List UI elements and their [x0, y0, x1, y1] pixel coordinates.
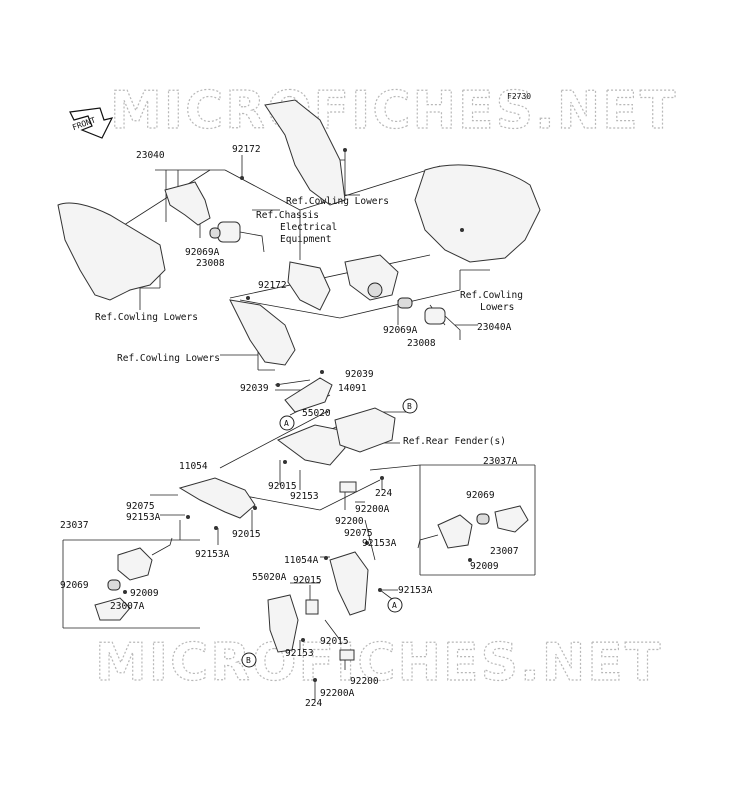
bolts — [123, 148, 472, 682]
right-lamp-bulb — [476, 513, 490, 525]
label-lowers-right: Lowers — [480, 302, 514, 313]
label-23037a: 23037A — [483, 456, 518, 467]
label-92172-top: 92172 — [232, 144, 261, 155]
label-92069-left: 92069 — [60, 580, 89, 591]
label-92015-lower-a: 92015 — [293, 575, 322, 586]
left-lamp-lens — [94, 597, 131, 621]
label-23008-left: 23008 — [196, 258, 225, 269]
label-224-lower: 224 — [305, 698, 322, 709]
label-92009-left: 92009 — [130, 588, 159, 599]
label-ref-cowling-right: Ref.Cowling — [460, 290, 523, 301]
right-bulb — [397, 297, 413, 309]
plate-92200 — [339, 481, 357, 493]
label-92039-a: 92039 — [345, 369, 374, 380]
label-92200-upper: 92200 — [335, 516, 364, 527]
bracket-55020 — [276, 424, 346, 466]
plate-92200-lower — [339, 649, 355, 661]
label-92200a-lower: 92200A — [320, 688, 355, 699]
watermark-bottom: MICROFICHES.NET — [95, 633, 662, 693]
svg-text:B: B — [407, 402, 412, 411]
label-23037: 23037 — [60, 520, 89, 531]
label-55020: 55020 — [302, 408, 331, 419]
svg-text:A: A — [284, 419, 289, 428]
svg-text:A: A — [392, 601, 397, 610]
label-23007: 23007 — [490, 546, 519, 557]
bracket-11054a — [329, 551, 369, 616]
right-socket — [424, 307, 446, 325]
label-electrical: Electrical — [280, 222, 337, 233]
label-92069a-right: 92069A — [383, 325, 418, 336]
callout-a-upper: A — [279, 415, 295, 431]
label-92153a-right: 92153A — [362, 538, 397, 549]
left-lamp-housing — [117, 547, 153, 581]
chassis-bracket — [287, 261, 331, 311]
right-signal-bracket — [344, 254, 399, 301]
label-92075-right: 92075 — [344, 528, 373, 539]
callout-b-lower: B — [241, 652, 257, 668]
label-92153a-lower: 92153A — [398, 585, 433, 596]
label-92153-upper: 92153 — [290, 491, 319, 502]
label-11054a: 11054A — [284, 555, 319, 566]
parts — [57, 99, 541, 661]
svg-text:B: B — [246, 656, 251, 665]
left-bulb — [209, 227, 221, 239]
callout-b-upper: B — [402, 398, 418, 414]
label-92075-left: 92075 — [126, 501, 155, 512]
rear-fender-mount — [334, 407, 396, 453]
spacer-92015 — [305, 599, 319, 615]
right-lamp-housing — [437, 514, 473, 549]
label-23007a: 23007A — [110, 601, 145, 612]
label-ref-cowling-lowers-bottom: Ref.Cowling Lowers — [117, 353, 220, 364]
left-socket — [217, 221, 241, 243]
label-92015-left: 92015 — [232, 529, 261, 540]
right-cowl-panel — [414, 164, 541, 263]
left-cowl-panel — [57, 202, 166, 301]
label-92153a-mid: 92153A — [195, 549, 230, 560]
part-labels: 23040 92172 Ref.Cowling Lowers Ref.Chass… — [60, 144, 523, 709]
label-equipment: Equipment — [280, 234, 331, 245]
label-23040a: 23040A — [477, 322, 512, 333]
figure-code: F2730 — [507, 92, 531, 101]
label-92200-lower: 92200 — [350, 676, 379, 687]
label-23008-right: 23008 — [407, 338, 436, 349]
label-92039-b: 92039 — [240, 383, 269, 394]
right-lamp-lens — [494, 505, 529, 533]
bracket-11054 — [178, 477, 256, 519]
left-signal-bracket — [164, 181, 211, 226]
label-55020a: 55020A — [252, 572, 287, 583]
label-92009-right: 92009 — [470, 561, 499, 572]
label-92015-upper: 92015 — [268, 481, 297, 492]
callout-a-lower: A — [387, 597, 403, 613]
label-92200a-upper: 92200A — [355, 504, 390, 515]
label-92153-lower: 92153 — [285, 648, 314, 659]
upper-center-panel — [264, 99, 346, 206]
right-signal-mount — [367, 282, 383, 298]
label-224-upper: 224 — [375, 488, 392, 499]
label-92015-lower-b: 92015 — [320, 636, 349, 647]
label-92172-mid: 92172 — [258, 280, 287, 291]
watermark-top: MICROFICHES.NET — [110, 81, 677, 141]
label-ref-rear-fender: Ref.Rear Fender(s) — [403, 436, 506, 447]
label-23040: 23040 — [136, 150, 165, 161]
label-ref-cowling-lowers-left: Ref.Cowling Lowers — [95, 312, 198, 323]
label-14091: 14091 — [338, 383, 367, 394]
left-lamp-bulb — [107, 579, 121, 591]
bracket-55020a — [267, 594, 299, 653]
label-92069-right: 92069 — [466, 490, 495, 501]
label-ref-chassis: Ref.Chassis — [256, 210, 319, 221]
front-arrow-icon: FRONT — [69, 107, 114, 139]
label-11054: 11054 — [179, 461, 208, 472]
lower-left-panel — [229, 299, 296, 366]
label-92069a-left: 92069A — [185, 247, 220, 258]
label-92153a-left: 92153A — [126, 512, 161, 523]
bracket-14091 — [284, 377, 333, 413]
label-ref-cowling-lowers-top: Ref.Cowling Lowers — [286, 196, 389, 207]
